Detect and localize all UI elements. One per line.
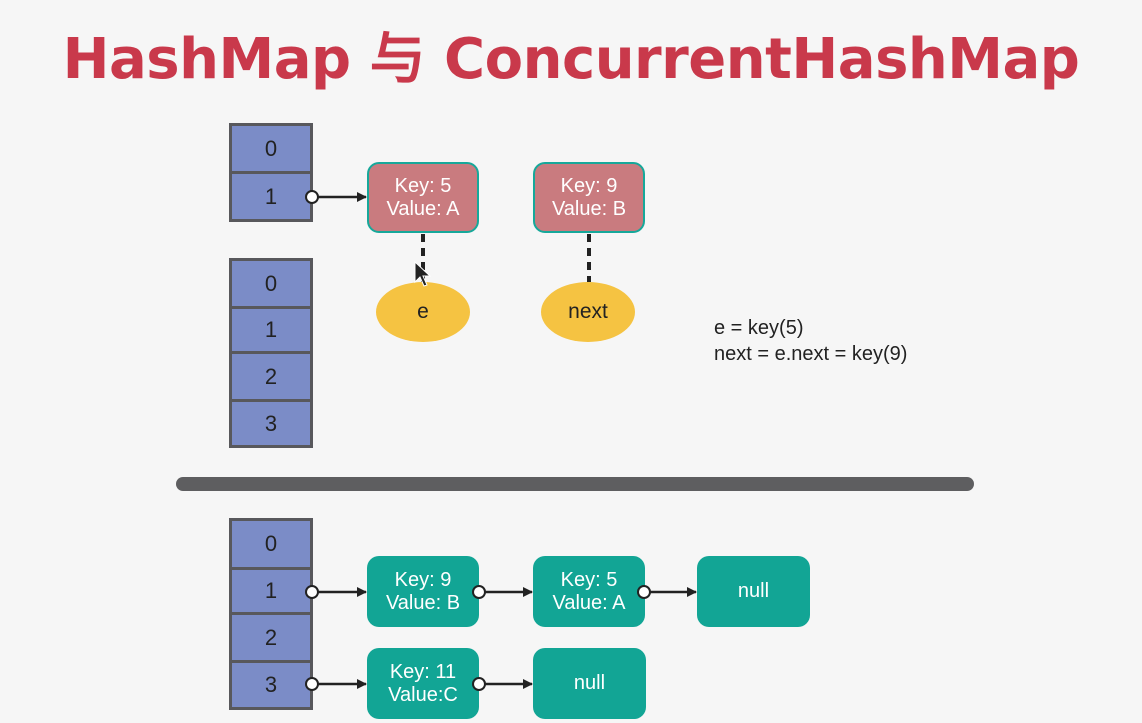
entry-node: Key: 9 Value: B: [367, 556, 479, 627]
node-key: Key: 9: [394, 568, 452, 591]
entry-node: Key: 5 Value: A: [533, 556, 645, 627]
bucket-cell: 2: [229, 351, 313, 402]
null-node: null: [697, 556, 810, 627]
node-value: Value: A: [552, 591, 626, 614]
page-title: HashMap 与 ConcurrentHashMap: [62, 27, 1080, 92]
bucket-cell: 0: [229, 123, 313, 174]
node-key: Key: 5: [394, 174, 452, 197]
code-note: e = key(5) next = e.next = key(9): [714, 315, 907, 367]
pointer-next: next: [541, 282, 635, 342]
bucket-cell: 0: [229, 518, 313, 570]
bucket-cell: 3: [229, 399, 313, 448]
entry-node: Key: 11 Value:C: [367, 648, 479, 719]
note-line: next = e.next = key(9): [714, 343, 908, 365]
arrow: [472, 585, 533, 599]
node-key: Key: 5: [560, 568, 618, 591]
bucket-cell: 3: [229, 660, 313, 710]
bucket-cell: 0: [229, 258, 313, 309]
node-value: Value: B: [551, 197, 627, 220]
arrow: [305, 190, 367, 204]
note-line: e = key(5): [714, 317, 804, 339]
arrow: [305, 585, 367, 599]
arrow: [637, 585, 697, 599]
bucket-cell: 1: [229, 567, 313, 615]
node-value: Value:C: [388, 683, 458, 706]
node-value: Value: B: [385, 591, 461, 614]
entry-node: Key: 9 Value: B: [533, 162, 645, 233]
node-key: Key: 11: [389, 660, 457, 683]
pointer-e: e: [376, 282, 470, 342]
bucket-cell: 1: [229, 306, 313, 354]
bucket-cell: 1: [229, 171, 313, 222]
entry-node: Key: 5 Value: A: [367, 162, 479, 233]
arrow: [472, 677, 533, 691]
bucket-cell: 2: [229, 612, 313, 663]
arrow: [305, 677, 367, 691]
null-node: null: [533, 648, 646, 719]
node-key: Key: 9: [560, 174, 618, 197]
node-value: Value: A: [386, 197, 460, 220]
section-divider: [176, 477, 974, 491]
